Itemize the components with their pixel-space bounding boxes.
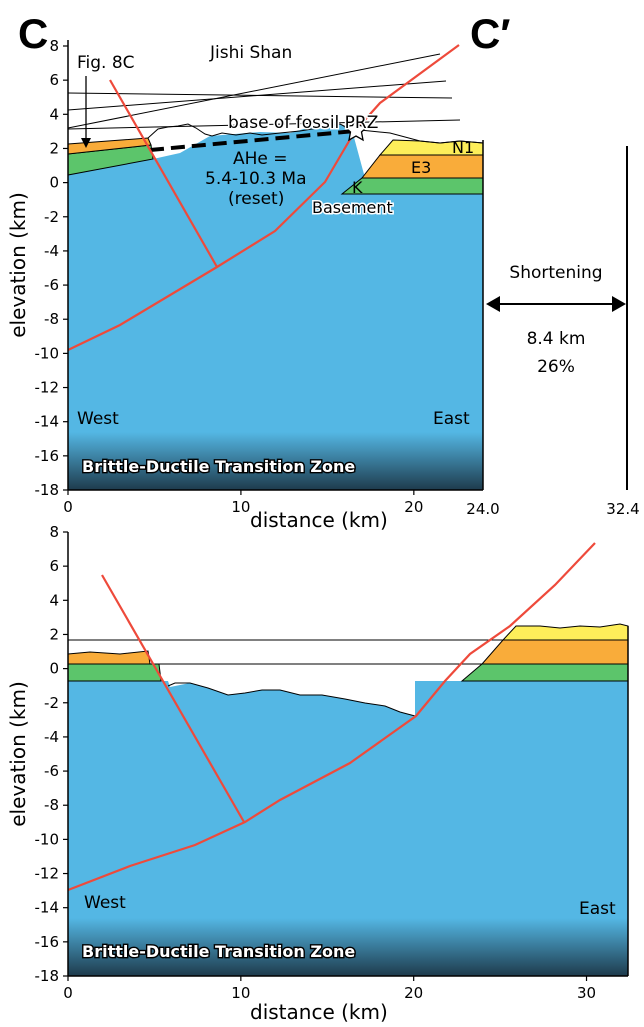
restored-topography: [167, 682, 416, 717]
restored-x-end-label: 32.4: [606, 500, 639, 518]
x-tick-label: 0: [63, 498, 73, 516]
shortening-arrow-right-icon: [612, 296, 626, 312]
ahe-label-line1: AHe =: [233, 149, 288, 169]
x-tick-label: 30: [577, 984, 596, 1002]
y-tick-label: -12: [35, 379, 60, 397]
k-label: K: [352, 178, 363, 197]
y-tick-label: -10: [35, 830, 60, 848]
fig-ref-label: Fig. 8C: [77, 53, 135, 73]
bdt-label-restored: Brittle-Ductile Transition Zone: [82, 942, 355, 961]
y-tick-label: -6: [44, 276, 59, 294]
y-tick-label: -16: [35, 933, 60, 951]
y-tick-label: 6: [49, 71, 59, 89]
y-tick-label: -14: [35, 413, 60, 431]
e3-unit-west-restored: [67, 650, 151, 665]
y-tick-label: 4: [49, 105, 59, 123]
y-tick-label: -10: [35, 344, 60, 362]
bottom-x-axis-title: distance (km): [250, 1000, 388, 1024]
k-unit-west-restored: [67, 663, 162, 682]
e3-label: E3: [411, 158, 431, 177]
west-label: West: [77, 409, 119, 429]
shortening-arrow-left-icon: [486, 296, 500, 312]
eroded-bed-line: [67, 119, 461, 130]
top-y-axis-title: elevation (km): [6, 192, 30, 338]
top-y-ticks: 8 6 4 2 0 -2 -4 -6 -8 -10 -12 -14 -16 -18: [35, 37, 68, 499]
y-tick-label: -18: [35, 967, 60, 985]
fossil-prz-line: [149, 129, 356, 152]
topography-line-east: [359, 129, 484, 144]
panel-letter-c: C: [18, 10, 48, 57]
top-x-end-label: 24.0: [466, 500, 499, 518]
e3-unit-east-restored: [480, 639, 629, 665]
ahe-label-line2: 5.4-10.3 Ma: [205, 169, 307, 189]
main-fault: [67, 44, 460, 351]
main-fault-restored: [67, 542, 596, 892]
jishi-shan-label: Jishi Shan: [209, 43, 292, 63]
bottom-y-ticks: 8 6 4 2 0 -2 -4 -6 -8 -10 -12 -14 -16 -18: [35, 523, 68, 985]
y-tick-label: -8: [44, 796, 59, 814]
y-tick-label: 2: [49, 625, 59, 643]
shortening-annotation: Shortening 8.4 km 26% 32.4: [486, 146, 640, 518]
x-tick-label: 10: [231, 984, 250, 1002]
y-tick-label: -6: [44, 762, 59, 780]
n1-unit-east-restored: [501, 623, 629, 641]
y-tick-label: -2: [44, 208, 59, 226]
bottom-x-ticks: 0 10 20 30: [63, 976, 596, 1002]
k-unit-east: [340, 177, 484, 195]
x-tick-label: 0: [63, 984, 73, 1002]
y-tick-label: 2: [49, 139, 59, 157]
y-tick-label: -12: [35, 865, 60, 883]
y-tick-label: -14: [35, 899, 60, 917]
y-tick-label: 6: [49, 557, 59, 575]
ahe-label-line3: (reset): [228, 189, 284, 209]
x-tick-label: 10: [231, 498, 250, 516]
basement-unit: [68, 122, 483, 490]
y-tick-label: 8: [49, 523, 59, 541]
n1-label: N1: [452, 138, 474, 157]
bdt-label: Brittle-Ductile Transition Zone: [82, 457, 355, 476]
fig-ref-arrowhead-icon: [81, 138, 91, 148]
y-tick-label: 8: [49, 37, 59, 55]
panel-letter-c-prime: C′: [470, 10, 510, 57]
basement-unit-restored: [68, 681, 628, 976]
back-thrust-fault: [109, 79, 218, 268]
y-tick-label: -16: [35, 447, 60, 465]
shortening-percent: 26%: [537, 357, 575, 377]
x-tick-label: 20: [404, 984, 423, 1002]
erosion-notch: [168, 681, 415, 716]
y-tick-label: -18: [35, 481, 60, 499]
shortening-amount: 8.4 km: [527, 329, 586, 349]
topography-line: [147, 123, 353, 139]
bottom-y-axis-title: elevation (km): [6, 681, 30, 827]
brittle-ductile-zone: [68, 432, 483, 490]
top-x-ticks: 0 10 20: [63, 490, 423, 516]
y-tick-label: -4: [44, 728, 59, 746]
x-tick-label: 20: [404, 498, 423, 516]
prz-label: base of fossil PRZ: [228, 113, 378, 133]
y-tick-label: 0: [49, 174, 59, 192]
east-label-restored: East: [579, 899, 616, 919]
ahe-sample-star-icon: [343, 116, 369, 142]
y-tick-label: 4: [49, 591, 59, 609]
west-label-restored: West: [84, 893, 126, 913]
k-unit-east-restored: [460, 663, 629, 682]
brittle-ductile-zone-restored: [68, 918, 628, 976]
shortening-title: Shortening: [509, 263, 602, 283]
y-tick-label: -8: [44, 310, 59, 328]
y-tick-label: -2: [44, 694, 59, 712]
back-thrust-fault-restored: [101, 574, 245, 823]
basement-label: Basement: [312, 198, 393, 217]
y-tick-label: -4: [44, 242, 59, 260]
east-label: East: [433, 409, 470, 429]
top-x-axis-title: distance (km): [250, 508, 388, 532]
y-tick-label: 0: [49, 660, 59, 678]
